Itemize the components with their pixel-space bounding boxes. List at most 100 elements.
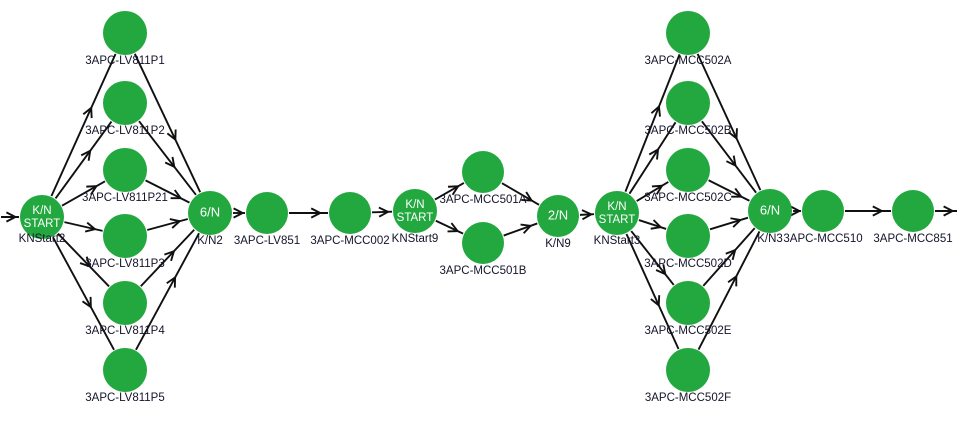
node-circle[interactable]	[20, 195, 64, 239]
node-circle[interactable]	[748, 189, 792, 233]
node-KN3[interactable]: 6/NK/N3	[748, 189, 792, 245]
node-inner-label: 6/N	[200, 204, 220, 219]
node-circle[interactable]	[103, 348, 147, 392]
edge-arrowhead	[169, 218, 182, 229]
node-MCC002[interactable]: 3APC-MCC002	[310, 192, 390, 247]
node-circle[interactable]	[393, 189, 437, 233]
node-MCC501A[interactable]: 3APC-MCC501A	[440, 151, 527, 206]
node-KN9[interactable]: 2/NK/N9	[537, 195, 579, 250]
node-circle[interactable]	[103, 11, 147, 55]
edge-arrowhead	[378, 206, 391, 218]
node-MCC502C[interactable]: 3APC-MCC502C	[644, 148, 732, 204]
edge-line	[50, 53, 117, 197]
edge-arrowhead	[648, 147, 660, 160]
node-caption: KNStart9	[392, 233, 439, 245]
node-circle[interactable]	[462, 222, 504, 264]
edge-KNStart3-to-MCC502A	[624, 54, 681, 192]
node-circle[interactable]	[666, 348, 710, 392]
edge-KNStart2-to-LV811P1	[50, 53, 117, 197]
edge-KNStart3-to-MCC502E	[630, 230, 675, 286]
node-MCC502E[interactable]: 3APC-MCC502E	[645, 281, 732, 337]
edge-line	[625, 233, 680, 350]
node-MCC510[interactable]: 3APC-MCC510	[783, 190, 863, 245]
edge-line	[54, 121, 113, 199]
edge-arrowhead	[81, 296, 92, 309]
node-LV811P21[interactable]: 3APC-LV811P21	[82, 148, 168, 204]
node-circle[interactable]	[462, 151, 504, 193]
node-circle[interactable]	[329, 192, 371, 234]
node-circle[interactable]	[188, 191, 232, 235]
node-caption: 3APC-MCC501B	[440, 265, 527, 277]
node-MCC501B[interactable]: 3APC-MCC501B	[440, 222, 527, 277]
edge-arrowhead	[730, 217, 743, 228]
node-KN2[interactable]: 6/NK/N2	[188, 191, 232, 247]
edge-arrowhead	[521, 191, 534, 202]
node-caption: KNStart2	[19, 233, 66, 245]
edge-arrowhead	[80, 149, 92, 161]
node-circle[interactable]	[595, 191, 639, 235]
edge-MCC851-to-EXIT_RIGHT	[935, 205, 957, 217]
edge-arrowhead	[725, 248, 737, 261]
node-circle[interactable]	[103, 214, 147, 258]
edge-arrowhead	[233, 207, 245, 219]
node-circle[interactable]	[666, 214, 710, 258]
edge-arrowhead	[651, 184, 664, 195]
node-circle[interactable]	[666, 81, 710, 125]
node-LV851[interactable]: 3APC-LV851	[234, 192, 300, 247]
edge-KN2-to-LV851	[233, 207, 245, 219]
edge-arrowhead	[84, 221, 97, 233]
node-circle[interactable]	[802, 190, 844, 232]
edge-line	[702, 227, 756, 287]
node-circle[interactable]	[892, 190, 934, 232]
node-caption: 3APC-MCC502D	[644, 258, 732, 270]
edge-arrowhead	[581, 209, 594, 221]
edge-arrowhead	[731, 187, 744, 198]
edge-arrowhead	[650, 104, 661, 117]
node-LV811P1[interactable]: 3APC-LV811P1	[85, 11, 165, 67]
edge-line	[135, 232, 200, 351]
node-circle[interactable]	[666, 148, 710, 192]
node-circle[interactable]	[103, 148, 147, 192]
node-circle[interactable]	[666, 281, 710, 325]
node-MCC502A[interactable]: 3APC-MCC502A	[645, 11, 732, 67]
node-MCC502D[interactable]: 3APC-MCC502D	[644, 214, 732, 270]
node-MCC502F[interactable]: 3APC-MCC502F	[645, 348, 731, 404]
node-LV811P4[interactable]: 3APC-LV811P4	[85, 281, 165, 337]
edge-arrowhead	[655, 264, 667, 276]
edge-KNStart2-to-LV811P4	[57, 232, 110, 288]
node-LV811P3[interactable]: 3APC-LV811P3	[85, 214, 165, 270]
node-LV811P5[interactable]: 3APC-LV811P5	[85, 348, 165, 404]
edge-line	[697, 231, 761, 350]
edge-MCC002-to-KNStart9	[371, 206, 393, 218]
node-circle[interactable]	[103, 281, 147, 325]
edge-KNStart2-to-LV811P5	[52, 236, 115, 351]
edge-KN9-to-KNStart3	[579, 209, 595, 221]
node-circle[interactable]	[666, 11, 710, 55]
node-inner-label: 2/N	[548, 207, 568, 222]
edge-line	[628, 121, 677, 195]
node-LV811P2[interactable]: 3APC-LV811P2	[85, 81, 165, 137]
node-circle[interactable]	[537, 195, 579, 237]
node-circle[interactable]	[103, 81, 147, 125]
edge-arrowhead	[725, 155, 737, 168]
node-caption: 3APC-LV811P1	[85, 55, 164, 67]
node-MCC851[interactable]: 3APC-MCC851	[873, 190, 953, 245]
edge-arrowhead	[310, 207, 323, 219]
node-circle[interactable]	[246, 192, 288, 234]
node-caption: 3APC-LV811P4	[85, 325, 165, 337]
edge-arrowhead	[789, 205, 802, 217]
node-MCC502B[interactable]: 3APC-MCC502B	[645, 81, 732, 137]
edge-MCC501A-to-KN9	[501, 182, 540, 206]
edge-MCC501B-to-KN9	[503, 222, 538, 237]
edge-arrowhead	[82, 106, 93, 119]
edge-line	[146, 218, 189, 231]
edge-arrowhead	[447, 222, 460, 233]
edge-KNStart3-to-MCC502B	[628, 121, 677, 195]
edge-MCC502A-to-KN3	[696, 53, 762, 191]
node-caption: 3APC-LV851	[234, 235, 300, 247]
